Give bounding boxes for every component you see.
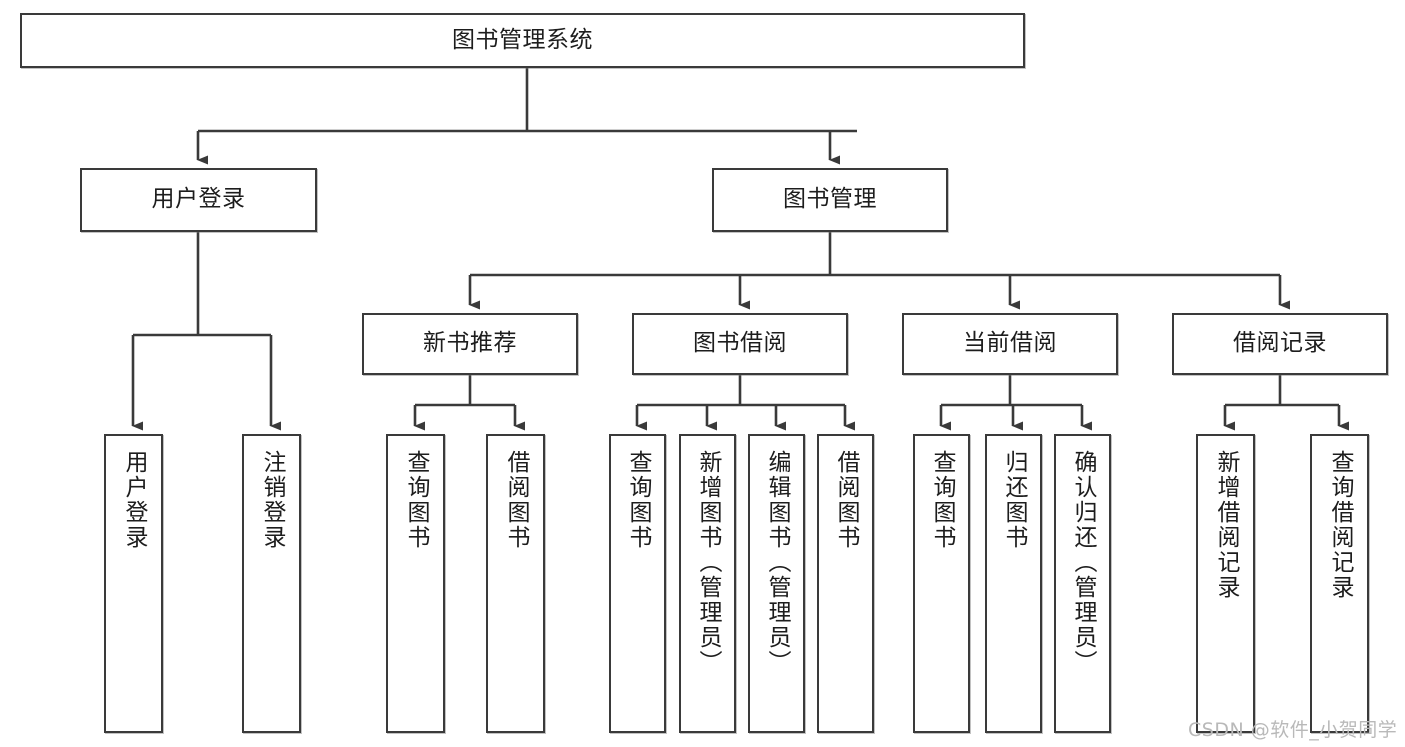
node-leaf-add-book-admin[interactable]: 新增图书（管理员） — [679, 434, 736, 733]
node-leaf-query-book-recommend[interactable]: 查询图书 — [386, 434, 445, 733]
node-current-borrow-label: 当前借阅 — [963, 330, 1057, 357]
node-leaf-query-book-recommend-label: 查询图书 — [403, 450, 429, 550]
node-leaf-query-book-borrow[interactable]: 查询图书 — [609, 434, 666, 733]
node-leaf-query-borrow-record[interactable]: 查询借阅记录 — [1310, 434, 1369, 733]
node-leaf-borrow-book-label: 借阅图书 — [833, 450, 859, 550]
node-book-management-label: 图书管理 — [783, 186, 877, 213]
node-leaf-borrow-book-recommend[interactable]: 借阅图书 — [486, 434, 545, 733]
node-borrow-record[interactable]: 借阅记录 — [1172, 313, 1388, 375]
csdn-watermark: CSDN @软件_小贺同学 — [1188, 719, 1398, 741]
node-leaf-edit-book-admin-label: 编辑图书（管理员） — [764, 450, 790, 675]
node-leaf-logout-label: 注销登录 — [259, 450, 285, 550]
node-leaf-borrow-book[interactable]: 借阅图书 — [817, 434, 874, 733]
node-new-book-recommend-label: 新书推荐 — [423, 330, 517, 357]
node-leaf-logout[interactable]: 注销登录 — [242, 434, 301, 733]
node-leaf-return-book[interactable]: 归还图书 — [985, 434, 1042, 733]
node-leaf-edit-book-admin[interactable]: 编辑图书（管理员） — [748, 434, 805, 733]
node-leaf-query-book-borrow-label: 查询图书 — [625, 450, 651, 550]
node-leaf-return-book-label: 归还图书 — [1001, 450, 1027, 550]
node-leaf-confirm-return-admin[interactable]: 确认归还（管理员） — [1054, 434, 1111, 733]
node-leaf-query-book-current-label: 查询图书 — [929, 450, 955, 550]
node-leaf-query-book-current[interactable]: 查询图书 — [913, 434, 970, 733]
node-borrow-record-label: 借阅记录 — [1233, 330, 1327, 357]
node-book-borrow-label: 图书借阅 — [693, 330, 787, 357]
node-leaf-user-login-label: 用户登录 — [121, 450, 147, 550]
node-leaf-confirm-return-admin-label: 确认归还（管理员） — [1070, 450, 1096, 675]
node-leaf-user-login[interactable]: 用户登录 — [104, 434, 163, 733]
node-user-login-label: 用户登录 — [151, 186, 246, 213]
node-leaf-query-borrow-record-label: 查询借阅记录 — [1327, 450, 1353, 600]
node-new-book-recommend[interactable]: 新书推荐 — [362, 313, 578, 375]
node-current-borrow[interactable]: 当前借阅 — [902, 313, 1118, 375]
node-leaf-add-borrow-record-label: 新增借阅记录 — [1213, 450, 1239, 600]
node-leaf-add-book-admin-label: 新增图书（管理员） — [695, 450, 721, 675]
node-user-login[interactable]: 用户登录 — [80, 168, 317, 232]
node-leaf-borrow-book-recommend-label: 借阅图书 — [503, 450, 529, 550]
node-book-borrow[interactable]: 图书借阅 — [632, 313, 848, 375]
node-root[interactable]: 图书管理系统 — [20, 13, 1025, 68]
node-book-management[interactable]: 图书管理 — [712, 168, 948, 232]
node-leaf-add-borrow-record[interactable]: 新增借阅记录 — [1196, 434, 1255, 733]
node-root-label: 图书管理系统 — [452, 26, 593, 53]
